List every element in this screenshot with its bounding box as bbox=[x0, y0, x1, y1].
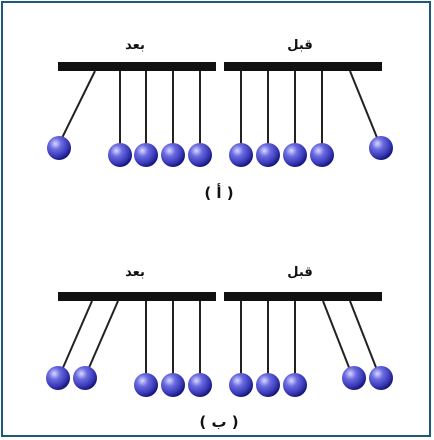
panel-a-left-cradle bbox=[47, 70, 212, 167]
sphere bbox=[161, 373, 185, 397]
sphere bbox=[369, 136, 393, 160]
panel-b: بعد قبل bbox=[46, 265, 393, 431]
sphere bbox=[134, 373, 158, 397]
sphere bbox=[283, 373, 307, 397]
sphere bbox=[256, 143, 280, 167]
sphere bbox=[369, 366, 393, 390]
panel-b-before-label: قبل bbox=[287, 265, 312, 280]
sphere bbox=[134, 143, 158, 167]
panel-b-left-bar bbox=[58, 292, 216, 301]
sphere bbox=[73, 366, 97, 390]
panel-a: بعد قبل bbox=[47, 38, 393, 202]
panel-b-caption: ( ب ) bbox=[199, 413, 238, 431]
panel-a-after-label: بعد bbox=[125, 38, 145, 53]
sphere bbox=[310, 143, 334, 167]
sphere bbox=[47, 136, 71, 160]
panel-b-after-label: بعد bbox=[125, 265, 145, 280]
string bbox=[87, 300, 119, 371]
panel-a-right-bar bbox=[224, 62, 382, 71]
panel-a-caption: ( أ ) bbox=[204, 183, 233, 202]
sphere bbox=[229, 373, 253, 397]
panel-b-left-cradle bbox=[46, 300, 212, 397]
panel-b-right-bar bbox=[224, 292, 382, 301]
sphere bbox=[46, 366, 70, 390]
string bbox=[60, 70, 96, 141]
sphere bbox=[188, 373, 212, 397]
panel-a-before-label: قبل bbox=[287, 38, 312, 53]
string bbox=[349, 70, 379, 141]
panel-a-left-bar bbox=[58, 62, 216, 71]
sphere bbox=[188, 143, 212, 167]
sphere bbox=[256, 373, 280, 397]
panel-a-right-cradle bbox=[229, 70, 393, 167]
sphere bbox=[161, 143, 185, 167]
sphere bbox=[108, 143, 132, 167]
string bbox=[349, 300, 378, 371]
sphere bbox=[229, 143, 253, 167]
panel-b-right-cradle bbox=[229, 300, 393, 397]
sphere bbox=[283, 143, 307, 167]
string bbox=[322, 300, 351, 371]
string bbox=[61, 300, 93, 371]
sphere bbox=[342, 366, 366, 390]
